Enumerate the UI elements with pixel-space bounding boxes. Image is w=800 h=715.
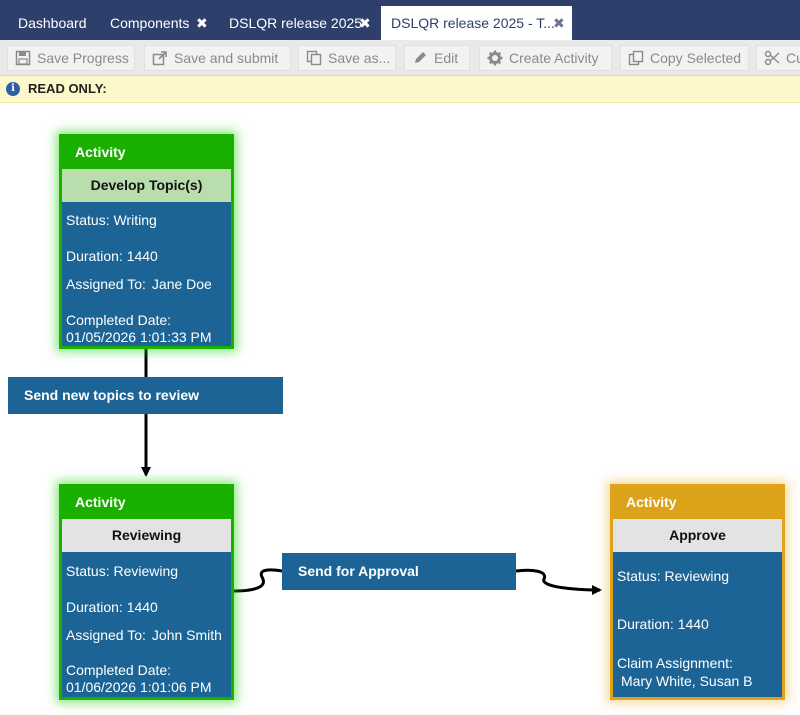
tab-label: Components xyxy=(110,15,190,31)
info-icon: i xyxy=(6,82,20,96)
activity-card-develop-topics[interactable]: Activity Develop Topic(s) Status: Writin… xyxy=(59,134,234,349)
copy-icon xyxy=(628,50,644,66)
export-icon xyxy=(152,50,168,66)
completed-date-label: Completed Date: xyxy=(66,662,172,678)
activity-status: Status: Writing xyxy=(66,212,157,228)
activity-header: Activity xyxy=(62,487,231,519)
assigned-label: Assigned To: xyxy=(66,276,146,292)
transition-send-new-topics[interactable]: Send new topics to review xyxy=(8,377,283,414)
save-and-submit-button[interactable]: Save and submit xyxy=(144,45,291,71)
activity-duration: Duration: 1440 xyxy=(66,248,158,264)
button-label: Save Progress xyxy=(37,50,129,66)
copy-icon xyxy=(306,50,322,66)
activity-name: Develop Topic(s) xyxy=(62,169,231,202)
activity-name: Approve xyxy=(613,519,782,552)
assigned-label: Assigned To: xyxy=(66,627,146,643)
read-only-notice: i READ ONLY: xyxy=(0,76,800,103)
activity-status: Status: Reviewing xyxy=(66,563,179,579)
toolbar: Save Progress Save and submit Save as...… xyxy=(0,40,800,76)
completed-date-value: 01/06/2026 1:01:06 PM xyxy=(66,679,212,695)
button-label: Save and submit xyxy=(174,50,279,66)
button-label: Save as... xyxy=(328,50,391,66)
button-label: Copy Selected xyxy=(650,50,742,66)
cut-button[interactable]: Cu xyxy=(756,45,800,71)
read-only-text: READ ONLY: xyxy=(28,81,107,96)
button-label: Create Activity xyxy=(509,50,599,66)
tab-dslqr-release-active[interactable]: DSLQR release 2025 - T... ✖ xyxy=(381,6,572,40)
connector-arrow xyxy=(515,568,602,595)
activity-name: Reviewing xyxy=(62,519,231,552)
transition-send-for-approval[interactable]: Send for Approval xyxy=(282,553,516,590)
completed-date-value: 01/05/2026 1:01:33 PM xyxy=(66,329,212,345)
scissors-icon xyxy=(764,50,780,66)
connector-line xyxy=(232,568,283,593)
claim-assignment-label: Claim Assignment: xyxy=(617,655,733,671)
button-label: Cu xyxy=(786,50,800,66)
button-label: Edit xyxy=(434,50,459,66)
activity-assigned: Assigned To: Jane Doe xyxy=(66,276,227,293)
create-activity-button[interactable]: Create Activity xyxy=(479,45,612,71)
edit-button[interactable]: Edit xyxy=(404,45,470,71)
activity-header: Activity xyxy=(62,137,231,169)
close-icon[interactable]: ✖ xyxy=(359,15,371,31)
connector-lines xyxy=(141,347,602,595)
activity-assigned: Assigned To: John Smith xyxy=(66,627,227,644)
copy-selected-button[interactable]: Copy Selected xyxy=(620,45,749,71)
tab-dashboard[interactable]: Dashboard xyxy=(6,6,102,40)
save-progress-button[interactable]: Save Progress xyxy=(7,45,135,71)
tab-label: DSLQR release 2025 - T... xyxy=(391,15,555,31)
activity-status: Status: Reviewing xyxy=(617,568,730,584)
close-icon[interactable]: ✖ xyxy=(553,15,565,31)
tab-dslqr-release[interactable]: DSLQR release 2025 ✖ xyxy=(220,6,378,40)
close-icon[interactable]: ✖ xyxy=(196,15,208,31)
activity-card-reviewing[interactable]: Activity Reviewing Status: Reviewing Dur… xyxy=(59,484,234,700)
activity-header: Activity xyxy=(613,487,782,519)
activity-duration: Duration: 1440 xyxy=(66,599,158,615)
save-as-button[interactable]: Save as... xyxy=(298,45,396,71)
workflow-canvas: Activity Develop Topic(s) Status: Writin… xyxy=(0,103,800,715)
activity-duration: Duration: 1440 xyxy=(617,616,709,632)
gear-icon xyxy=(487,50,503,66)
assigned-value: Jane Doe xyxy=(151,276,212,292)
pencil-icon xyxy=(412,50,428,66)
tab-label: Dashboard xyxy=(18,15,87,31)
floppy-icon xyxy=(15,50,31,66)
tab-components[interactable]: Components ✖ xyxy=(102,6,220,40)
completed-date-label: Completed Date: xyxy=(66,312,172,328)
claim-assignment-value: Mary White, Susan B xyxy=(621,673,753,689)
tab-label: DSLQR release 2025 xyxy=(229,15,363,31)
tab-bar: Dashboard Components ✖ DSLQR release 202… xyxy=(0,0,800,40)
assigned-value: John Smith xyxy=(151,627,222,643)
activity-card-approve[interactable]: Activity Approve Status: Reviewing Durat… xyxy=(610,484,785,700)
